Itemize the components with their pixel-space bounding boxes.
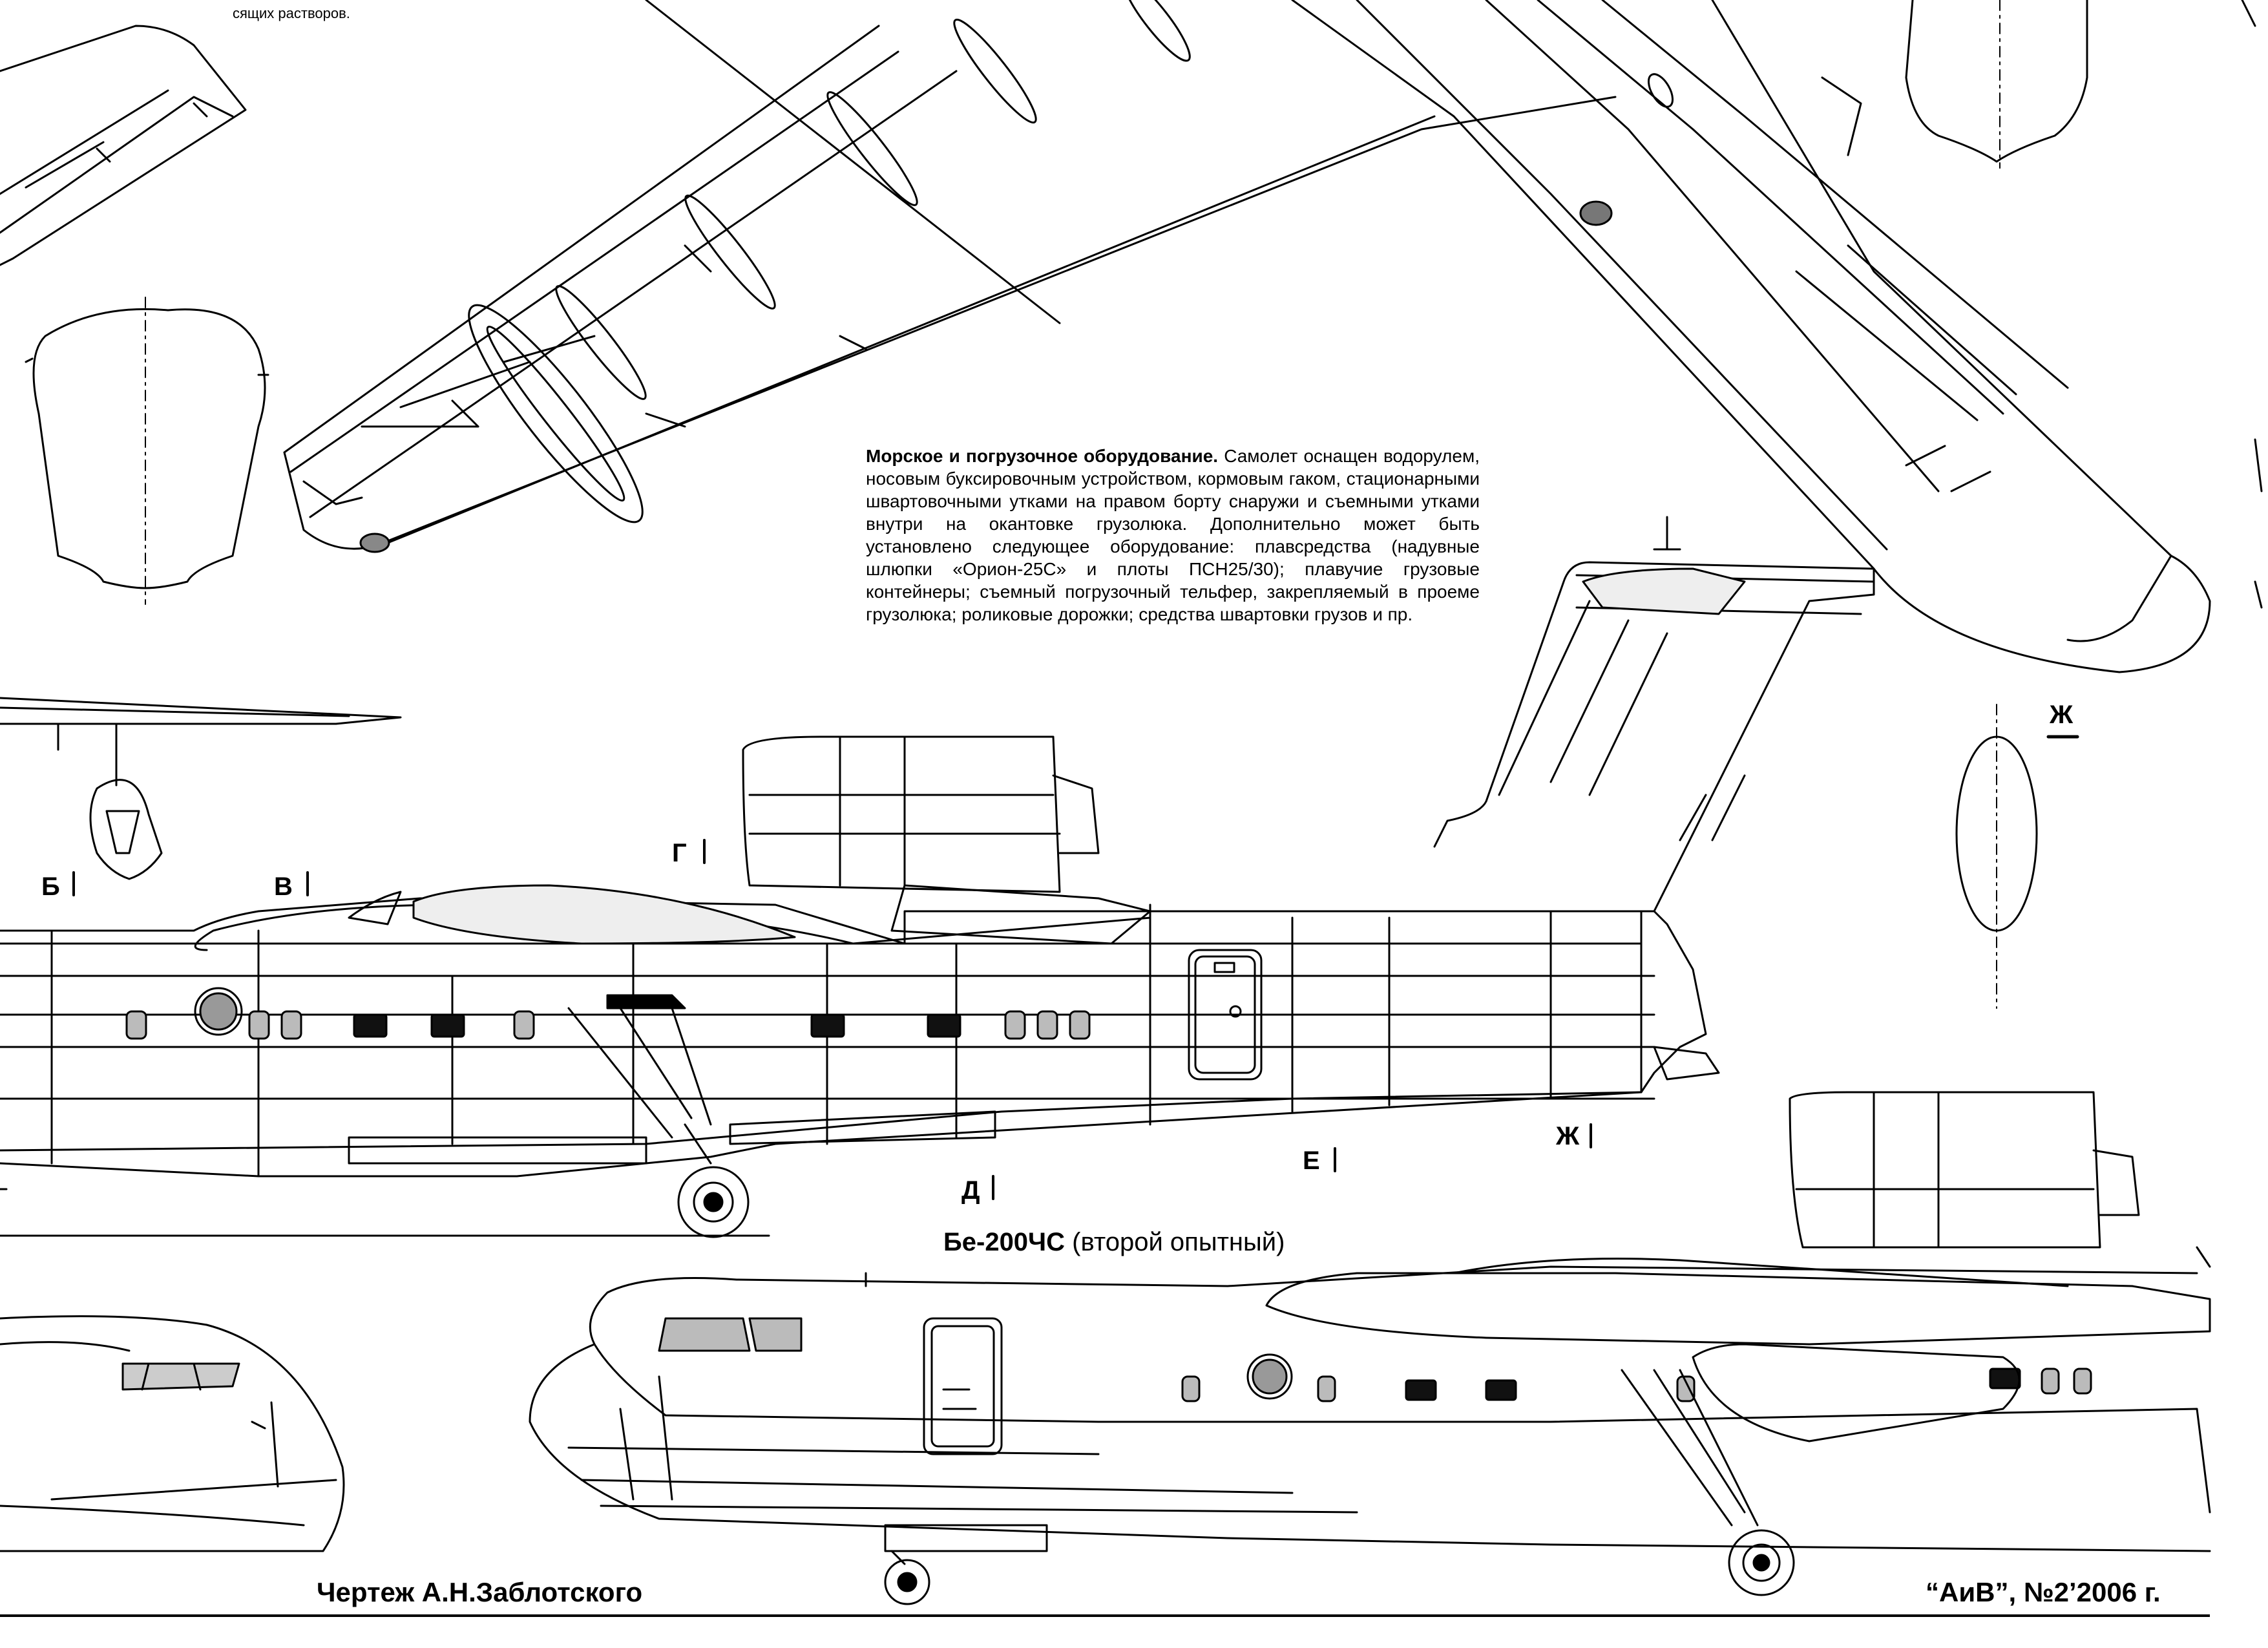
section-marker-ticks (72, 839, 1592, 1200)
bottom-left-nose-view (0, 1315, 345, 1552)
top-text-fragment: сящих растворов. (233, 5, 350, 21)
aircraft-name: Бе-200ЧС (943, 1228, 1066, 1256)
fuselage-plan-view (1291, 0, 2211, 673)
section-label-b: Б (41, 872, 60, 901)
left-wing-tip-fragment (0, 25, 247, 266)
side-view-fuselage (0, 516, 1875, 1238)
section-label-zh: Ж (2050, 701, 2074, 729)
right-edge-fragment (2241, 0, 2263, 609)
magazine-reference: “АиВ”, №2’2006 г. (1926, 1577, 2161, 1607)
section-zh-view (1955, 704, 2079, 1009)
fuselage-cross-section-right-top (1905, 0, 2088, 169)
wing-float-front-view (0, 697, 402, 880)
section-label-e: Е (1303, 1146, 1320, 1175)
description-heading: Морское и погрузочное оборудование. (866, 446, 1219, 466)
wing-plan-view (283, 0, 1617, 553)
drawing-title: Бе-200ЧС (второй опытный) (943, 1228, 1285, 1257)
bottom-frame-line (0, 1614, 2210, 1617)
equipment-description: Морское и погрузочное оборудование. Само… (866, 445, 1480, 626)
description-body: Самолет оснащен водорулем, носовым букси… (866, 446, 1480, 624)
section-label-d: Д (961, 1176, 980, 1205)
section-label-v: В (274, 872, 293, 901)
section-label-g: Г (672, 839, 687, 867)
bottom-side-view-fuselage (529, 1091, 2211, 1605)
aircraft-subtitle: (второй опытный) (1072, 1228, 1285, 1256)
fuselage-cross-section-top (25, 297, 269, 605)
drawing-credit: Чертеж А.Н.Заблотского (317, 1577, 643, 1607)
section-label-zh-side: Ж (1556, 1122, 1580, 1150)
